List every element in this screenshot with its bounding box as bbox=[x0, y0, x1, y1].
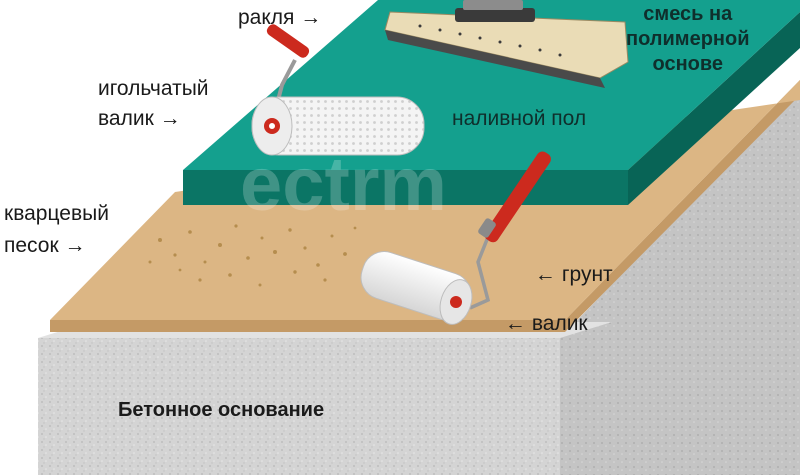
label-polymer-mix-line-3: основе bbox=[652, 53, 724, 75]
spiked-roller-handle bbox=[266, 24, 310, 58]
label-primer: → грунт bbox=[535, 263, 613, 287]
sand-side bbox=[50, 320, 565, 332]
label-quartz-sand-line-1: кварцевый bbox=[4, 202, 109, 225]
concrete-base-block bbox=[38, 90, 800, 475]
sand-right-side bbox=[565, 80, 800, 332]
label-spiked-roller-line-1: игольчатый bbox=[98, 77, 209, 100]
label-roller-text: валик bbox=[531, 312, 588, 335]
arrow-icon: → bbox=[535, 263, 556, 286]
label-quartz-sand: кварцевый песок → bbox=[4, 198, 109, 262]
concrete-right-face bbox=[560, 90, 800, 475]
concrete-front-face bbox=[38, 338, 560, 475]
squeegee-tool bbox=[384, 0, 629, 88]
label-concrete-base: Бетонное основание bbox=[118, 399, 325, 421]
arrow-icon: → bbox=[64, 234, 86, 257]
label-spiked-roller: игольчатый валик → bbox=[98, 74, 209, 134]
label-spiked-roller-line-2: валик bbox=[98, 107, 154, 130]
primer-roller-tool bbox=[360, 151, 551, 325]
label-polymer-mix: смесь на полимерной основе bbox=[626, 2, 750, 77]
spiked-roller-tool bbox=[251, 24, 425, 156]
primer-roller-handle bbox=[484, 151, 551, 243]
label-primer-text: грунт bbox=[561, 263, 613, 286]
arrow-icon: → bbox=[159, 107, 181, 130]
label-polymer-mix-line-1: смесь на bbox=[643, 3, 733, 25]
arrow-icon: → bbox=[505, 312, 526, 335]
label-self-leveling-floor: наливной пол bbox=[452, 107, 587, 130]
label-squeegee: ракля → bbox=[238, 6, 321, 30]
label-quartz-sand-line-2: песок bbox=[4, 234, 59, 257]
label-polymer-mix-line-2: полимерной bbox=[626, 28, 750, 50]
label-roller: → валик bbox=[505, 312, 588, 336]
label-squeegee-text: ракля bbox=[238, 6, 295, 29]
sand-speckles bbox=[148, 224, 357, 287]
floor-right-face bbox=[628, 12, 800, 205]
arrow-icon: → bbox=[300, 6, 322, 29]
watermark-text: ectrm bbox=[240, 142, 447, 227]
